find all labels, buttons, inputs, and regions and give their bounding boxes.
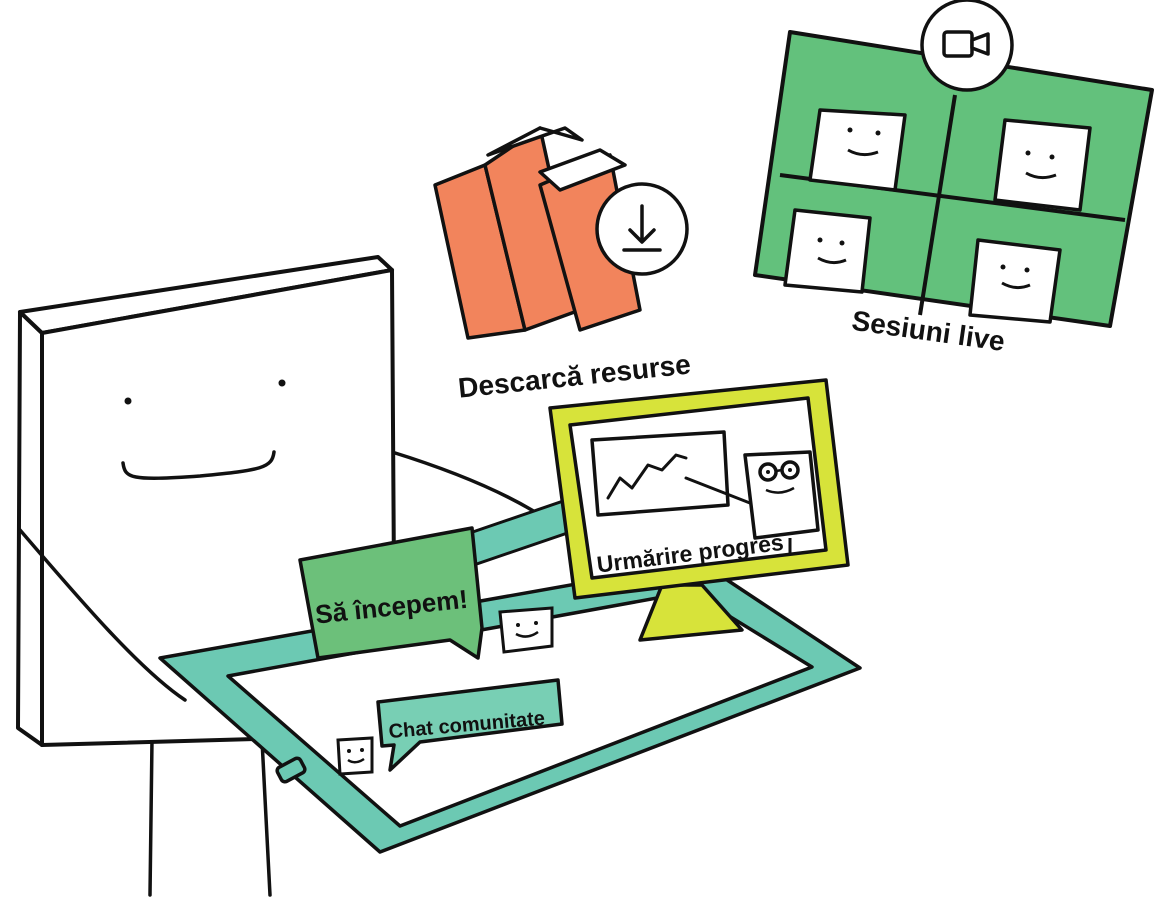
progress-monitor [548,378,850,642]
participant-face [808,108,907,192]
video-camera-icon [920,0,1014,92]
tutor-avatar [743,450,820,555]
participant-face [783,208,872,294]
chat-bubble [376,678,564,772]
start-bubble [298,526,484,660]
chat-user-avatar [336,736,374,776]
progress-chart [590,430,730,517]
participant-faces [783,108,1092,324]
chat-user-avatar [498,606,554,654]
download-icon [595,182,689,276]
tablet-home-button [275,756,307,784]
character [16,255,542,897]
participant-face [968,238,1062,324]
participant-face [993,118,1092,212]
progress-line [606,453,688,500]
